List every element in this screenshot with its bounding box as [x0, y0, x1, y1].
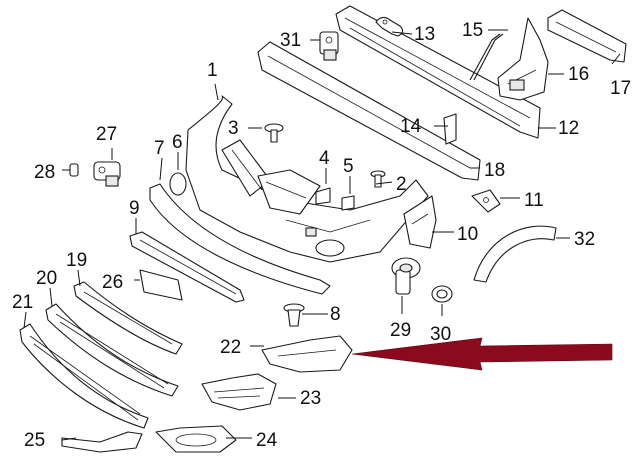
callout-23: 23 — [300, 388, 321, 409]
part-2-screw — [370, 170, 386, 188]
callout-22: 22 — [220, 337, 241, 358]
callout-9: 9 — [129, 198, 140, 219]
callout-12: 12 — [558, 118, 579, 139]
part-23-fog-grille — [201, 373, 277, 411]
part-13-bracket — [375, 16, 404, 37]
part-25-trim-strip — [61, 431, 143, 453]
part-12-reinforcement-beam — [335, 5, 541, 139]
callout-labels: 1 2 3 4 5 6 7 8 9 10 11 12 13 14 15 16 1… — [12, 20, 631, 451]
callout-32: 32 — [574, 229, 595, 250]
part-28-cap — [69, 163, 79, 177]
part-11-clip — [471, 189, 501, 213]
callout-5: 5 — [343, 156, 354, 177]
part-18-absorber — [257, 41, 481, 181]
part-30-grommet — [431, 285, 453, 303]
part-14-clip — [443, 113, 457, 145]
callout-10: 10 — [457, 224, 478, 245]
part-19-grille — [73, 281, 183, 355]
callout-24: 24 — [256, 430, 278, 451]
callout-27: 27 — [96, 124, 117, 145]
part-3-push-clip — [264, 123, 284, 143]
part-1-bumper-cover — [185, 95, 429, 263]
part-15-support-rod — [469, 33, 504, 81]
part-22-bracket — [261, 335, 353, 373]
callout-2: 2 — [396, 174, 407, 195]
callout-6: 6 — [172, 132, 183, 153]
callout-8: 8 — [330, 304, 341, 325]
part-8-clip — [283, 303, 305, 327]
callout-26: 26 — [102, 272, 123, 293]
callout-11: 11 — [524, 190, 544, 211]
part-27-sensor — [93, 161, 121, 187]
part-17-beam-extension — [547, 9, 627, 63]
part-20-grille — [45, 303, 179, 397]
part-29-sensor-housing — [391, 257, 421, 295]
callout-4: 4 — [319, 148, 330, 169]
part-26-plate-base — [139, 269, 183, 301]
callout-18: 18 — [484, 160, 505, 181]
callout-1: 1 — [207, 60, 218, 81]
callout-19: 19 — [66, 250, 87, 271]
part-10-bracket — [403, 195, 437, 249]
callout-20: 20 — [36, 268, 57, 289]
part-9-grille-strip — [129, 231, 245, 303]
callout-28: 28 — [34, 162, 55, 183]
callout-29: 29 — [390, 320, 411, 341]
part-4-plate — [315, 187, 331, 205]
part-5-plate — [341, 195, 355, 211]
part-21-grille — [19, 323, 149, 429]
callout-21: 21 — [12, 292, 33, 313]
callout-14: 14 — [400, 116, 422, 137]
part-32-arch-trim — [473, 225, 557, 283]
part-16-side-bracket — [497, 17, 549, 101]
part-7-spoiler — [149, 183, 331, 295]
callout-25: 25 — [24, 430, 45, 451]
callout-3: 3 — [228, 118, 239, 139]
part-6-cap — [169, 172, 187, 196]
part-24-trim — [155, 425, 237, 453]
callout-17: 17 — [610, 78, 631, 99]
highlight-arrow — [351, 337, 613, 371]
callout-13: 13 — [414, 24, 435, 45]
callout-30: 30 — [430, 324, 451, 345]
callout-16: 16 — [568, 64, 589, 85]
callout-7: 7 — [154, 138, 165, 159]
leader-lines — [23, 29, 621, 441]
callout-15: 15 — [462, 20, 483, 41]
part-31-sensor-module — [319, 31, 339, 61]
callout-31: 31 — [280, 30, 301, 51]
